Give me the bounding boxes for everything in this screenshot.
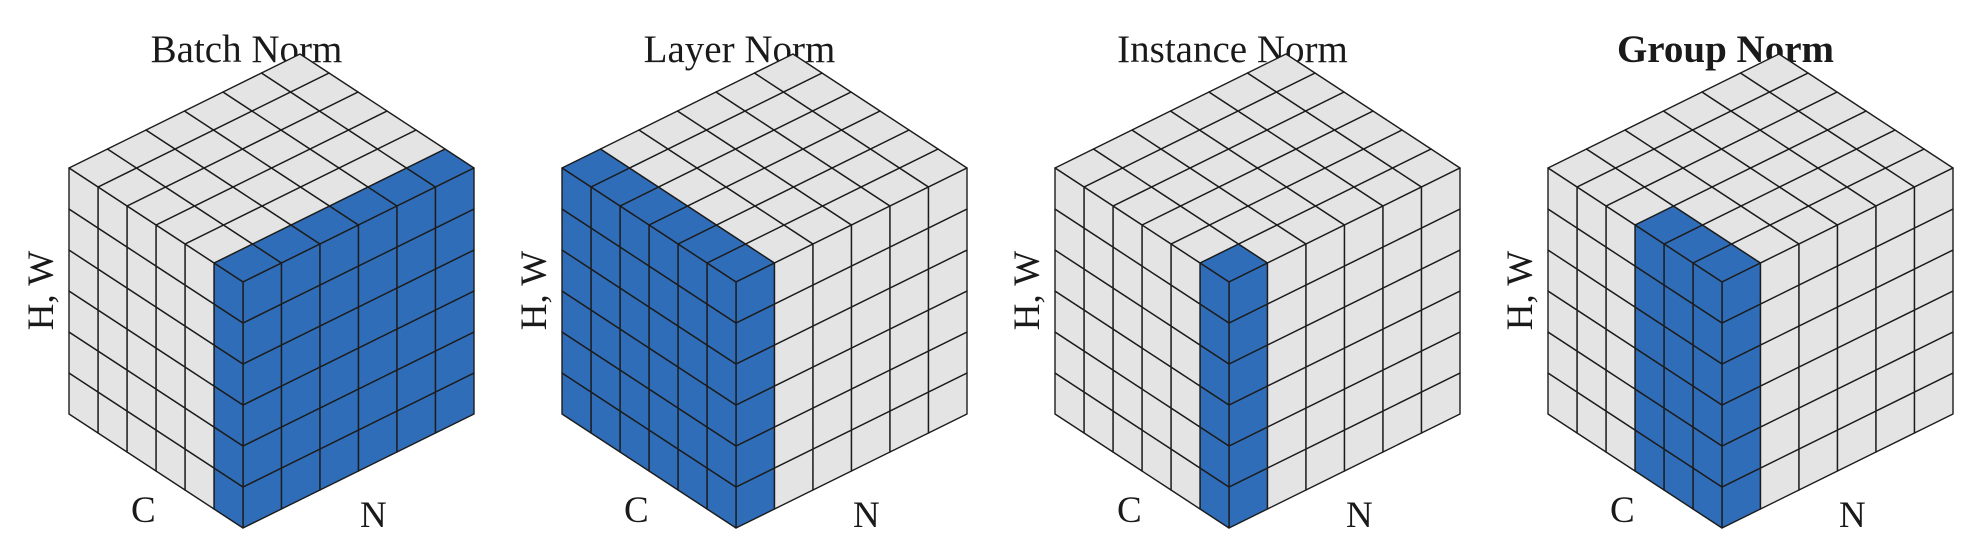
axis-label-hw: H, W xyxy=(1007,250,1049,331)
panel-title: Instance Norm xyxy=(1117,28,1348,71)
axis-label-hw: H, W xyxy=(1500,250,1542,331)
axis-label-c: C xyxy=(131,490,156,531)
panel-title: Group Norm xyxy=(1616,28,1835,71)
right-cell xyxy=(1913,167,1954,229)
axis-label-hw: H, W xyxy=(514,250,556,331)
tensor-cube xyxy=(1054,53,1461,529)
top-cell xyxy=(260,53,330,93)
axis-label-c: C xyxy=(624,490,649,531)
top-cell xyxy=(1739,53,1809,93)
tensor-cube xyxy=(561,53,968,529)
left-cell xyxy=(1054,167,1085,229)
tensor-cube xyxy=(68,53,475,529)
top-cell xyxy=(753,53,823,93)
panel-group-norm: Group Norm H, W C N xyxy=(1479,0,1972,554)
right-cell xyxy=(927,167,968,229)
axis-label-c: C xyxy=(1117,490,1142,531)
highlighted-right-cell xyxy=(434,167,475,229)
highlighted-left-cell xyxy=(561,167,592,229)
axis-label-n: N xyxy=(360,495,387,536)
axis-label-n: N xyxy=(1346,495,1373,536)
axis-label-hw: H, W xyxy=(21,250,63,331)
axis-label-n: N xyxy=(853,495,880,536)
left-cell xyxy=(1547,167,1578,229)
panel-batch-norm: Batch Norm H, W C N xyxy=(0,0,493,554)
panel-layer-norm: Layer Norm H, W C N xyxy=(493,0,986,554)
axis-label-c: C xyxy=(1610,490,1635,531)
left-cell xyxy=(68,167,99,229)
axis-label-n: N xyxy=(1839,495,1866,536)
panel-instance-norm: Instance Norm H, W C N xyxy=(986,0,1479,554)
right-cell xyxy=(1420,167,1461,229)
tensor-cube xyxy=(1547,53,1954,529)
top-cell xyxy=(1246,53,1316,93)
